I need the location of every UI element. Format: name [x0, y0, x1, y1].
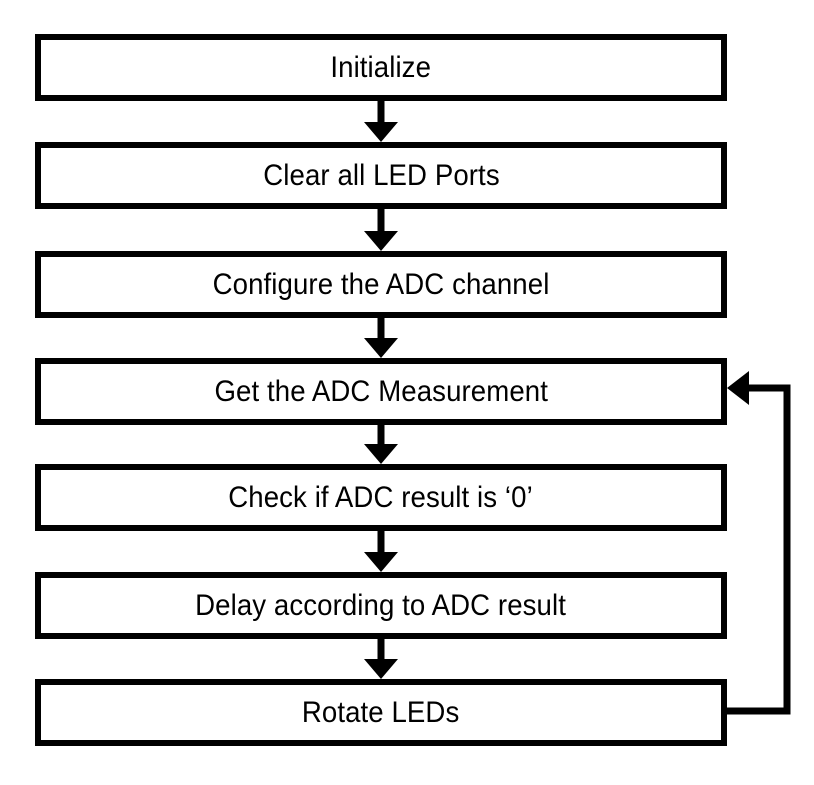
edge-check-to-delay [364, 531, 398, 572]
flow-node-clear-led-ports[interactable]: Clear all LED Ports [35, 142, 727, 209]
flow-node-initialize[interactable]: Initialize [35, 34, 727, 101]
flow-node-rotate-leds[interactable]: Rotate LEDs [35, 679, 727, 746]
flow-node-label: Check if ADC result is ‘0’ [228, 480, 534, 514]
flow-node-label: Get the ADC Measurement [214, 374, 548, 408]
flow-node-label: Clear all LED Ports [262, 158, 500, 192]
flow-node-get-adc[interactable]: Get the ADC Measurement [35, 358, 727, 425]
flow-node-configure-adc[interactable]: Configure the ADC channel [35, 251, 727, 318]
edge-delay-to-rotate [364, 639, 398, 679]
flow-node-delay-adc[interactable]: Delay according to ADC result [35, 572, 727, 639]
edge-rotate-to-get-feedback [727, 371, 791, 715]
flow-node-check-adc-zero[interactable]: Check if ADC result is ‘0’ [35, 464, 727, 531]
edge-configure-to-get [364, 318, 398, 358]
edge-clear-to-configure [364, 209, 398, 251]
flow-node-label: Initialize [330, 50, 432, 84]
edge-get-to-check [364, 425, 398, 464]
flow-node-label: Configure the ADC channel [212, 267, 550, 301]
flow-node-label: Rotate LEDs [302, 695, 460, 729]
flow-node-label: Delay according to ADC result [195, 588, 567, 622]
edge-initialize-to-clear [364, 101, 398, 142]
